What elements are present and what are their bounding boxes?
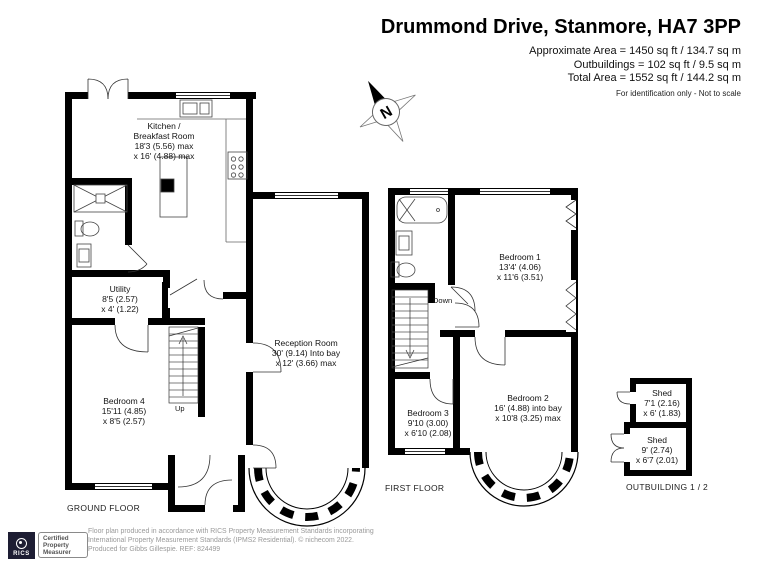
page-title: Drummond Drive, Stanmore, HA7 3PP <box>380 16 741 38</box>
compass-rose: N <box>359 80 416 142</box>
ground-walls <box>65 92 369 512</box>
toilet-icon <box>390 261 400 278</box>
room-label-bedroom2: Bedroom 2 16' (4.88) into bay x 10'8 (3.… <box>494 393 562 423</box>
first-fixtures <box>390 196 448 278</box>
disclaimer: Floor plan produced in accordance with R… <box>88 528 374 554</box>
disclaimer-line: International Property Measurement Stand… <box>88 536 354 544</box>
ground-doors <box>87 78 282 506</box>
first-floor-plan <box>388 188 579 507</box>
shed-doors <box>610 391 631 463</box>
floor-label-outbuilding: OUTBUILDING 1 / 2 <box>626 482 709 492</box>
first-doors <box>429 286 506 405</box>
rics-logo: RICS <box>8 532 35 559</box>
shed-walls <box>624 378 692 476</box>
first-bay-window <box>469 451 579 507</box>
disclaimer-line: Produced for Gibbs Gillespie. REF: 82449… <box>88 545 221 553</box>
room-label-shed2: Shed 9' (2.74) x 6'7 (2.01) <box>635 435 679 465</box>
total-area: Total Area = 1552 sq ft / 144.2 sq m <box>567 72 741 84</box>
room-label-utility: Utility 8'5 (2.57) x 4' (1.22) <box>101 284 139 314</box>
basin-icon <box>395 230 413 256</box>
room-label-bedroom1: Bedroom 1 13'4' (4.06) x 11'6 (3.51) <box>496 252 544 282</box>
room-label-bedroom3: Bedroom 3 9'10 (3.00) x 6'10 (2.08) <box>404 408 452 438</box>
bath-icon <box>396 196 448 224</box>
rics-emblem-icon <box>16 538 27 549</box>
ground-bay-window <box>248 467 366 527</box>
first-stairs <box>391 289 429 369</box>
outbuildings-area: Outbuildings = 102 sq ft / 9.5 sq m <box>573 58 741 71</box>
basin-icon <box>76 243 92 268</box>
identification-note: For identification only - Not to scale <box>616 88 741 98</box>
floor-label-first: FIRST FLOOR <box>385 483 445 493</box>
first-windows <box>405 188 550 455</box>
ground-fixtures <box>73 99 248 268</box>
toilet-icon <box>74 220 84 237</box>
shower-tray-icon <box>73 184 128 213</box>
certified-property-measurer-badge: Certified Property Measurer <box>38 532 88 558</box>
ground-windows <box>95 92 338 490</box>
room-label-bedroom4: Bedroom 4 15'11 (4.85) x 8'5 (2.57) <box>101 396 147 426</box>
stairs-up-label: Up <box>175 404 185 413</box>
room-label-shed1: Shed 7'1 (2.16) x 6' (1.83) <box>643 388 681 418</box>
ground-floor-plan <box>65 78 369 527</box>
outbuildings-plan <box>610 378 692 476</box>
wardrobe-icons <box>565 199 577 332</box>
stairs-down-label: Down <box>433 296 453 305</box>
hob-icon <box>227 151 248 180</box>
kitchen-sink-icon <box>179 99 213 118</box>
room-label-reception: Reception Room 30' (9.14) Into bay x 12'… <box>271 338 341 368</box>
rics-logo-text: RICS <box>13 551 30 557</box>
disclaimer-line: Floor plan produced in accordance with R… <box>88 528 374 535</box>
approximate-area: Approximate Area = 1450 sq ft / 134.7 sq… <box>529 45 741 57</box>
room-label-kitchen: Kitchen / Breakfast Room 18'3 (5.56) max… <box>133 121 195 161</box>
header: Drummond Drive, Stanmore, HA7 3PP Approx… <box>381 16 741 98</box>
floor-label-ground: GROUND FLOOR <box>67 503 141 513</box>
ground-stairs <box>168 326 199 404</box>
